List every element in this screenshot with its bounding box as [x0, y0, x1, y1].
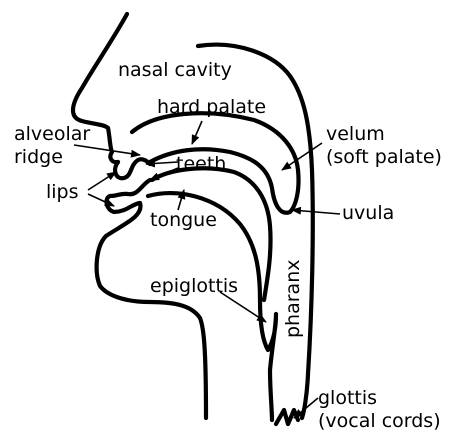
lips-pointer-upper	[87, 171, 117, 191]
tongue-pointer	[177, 189, 186, 211]
velum-pointer	[281, 142, 323, 171]
label-nasal-cavity: nasal cavity	[118, 59, 232, 81]
glottis-pointer	[293, 397, 319, 419]
label-velum: velum	[326, 123, 385, 145]
label-alveolar: alveolar	[14, 123, 90, 145]
face-profile-outline	[70, 11, 130, 165]
lips-pointer-lower	[87, 193, 115, 207]
label-epiglottis: epiglottis	[150, 275, 238, 297]
label-ridge: ridge	[14, 146, 63, 168]
upper-lip-outline	[113, 157, 153, 181]
hard-palate-pointer	[191, 120, 203, 145]
alveolar-ridge-pointer	[73, 144, 141, 158]
epiglottis-pointer	[219, 291, 267, 323]
label-glottis: glottis	[318, 387, 377, 409]
label-hard-palate: hard palate	[157, 96, 266, 118]
label-soft-palate: (soft palate)	[326, 146, 442, 168]
label-teeth: teeth	[176, 153, 226, 175]
teeth-pointer-lower	[149, 167, 179, 181]
label-pharanx: pharanx	[282, 260, 304, 339]
epiglottis-outline	[145, 191, 279, 423]
teeth-pointer-upper	[145, 159, 179, 168]
lower-lip-jaw-outline	[94, 177, 209, 421]
label-uvula: uvula	[342, 202, 394, 224]
label-vocal-cords: (vocal cords)	[318, 410, 441, 432]
nasal-cavity-back-wall	[195, 42, 315, 421]
uvula-pointer	[291, 206, 341, 215]
label-tongue: tongue	[150, 209, 217, 231]
label-lips: lips	[46, 181, 79, 203]
tongue-outline	[149, 166, 273, 303]
